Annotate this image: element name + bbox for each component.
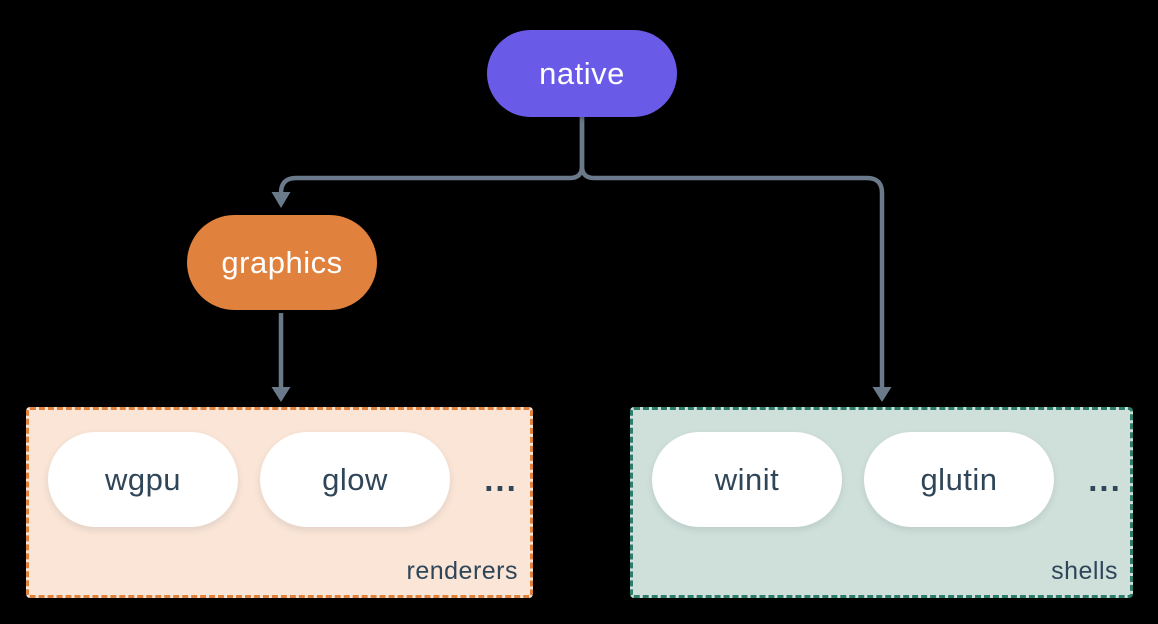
node-winit-label: winit	[714, 461, 780, 497]
connector-native-to-graphics	[278, 116, 585, 194]
arrowhead-shells-icon	[872, 387, 892, 402]
group-renderers: wgpu glow ... renderers	[26, 407, 533, 598]
node-winit: winit	[652, 432, 842, 527]
node-wgpu-label: wgpu	[104, 461, 182, 497]
node-graphics: graphics	[187, 215, 377, 310]
node-native-label: native	[539, 55, 625, 91]
node-wgpu: wgpu	[48, 432, 238, 527]
group-label-renderers: renderers	[406, 557, 518, 585]
group-shells: winit glutin ... shells	[630, 407, 1133, 598]
node-glutin-label: glutin	[920, 461, 998, 497]
group-label-shells: shells	[1051, 557, 1118, 585]
node-native: native	[487, 30, 677, 117]
node-glutin: glutin	[864, 432, 1054, 527]
node-graphics-label: graphics	[221, 244, 343, 280]
ellipsis-renderers: ...	[484, 460, 518, 498]
connector-native-to-shells	[579, 116, 885, 388]
arrowhead-graphics-icon	[271, 192, 291, 208]
node-glow: glow	[260, 432, 450, 527]
ellipsis-shells: ...	[1088, 460, 1122, 498]
node-glow-label: glow	[322, 461, 388, 497]
arrowhead-renderers-icon	[271, 387, 291, 402]
